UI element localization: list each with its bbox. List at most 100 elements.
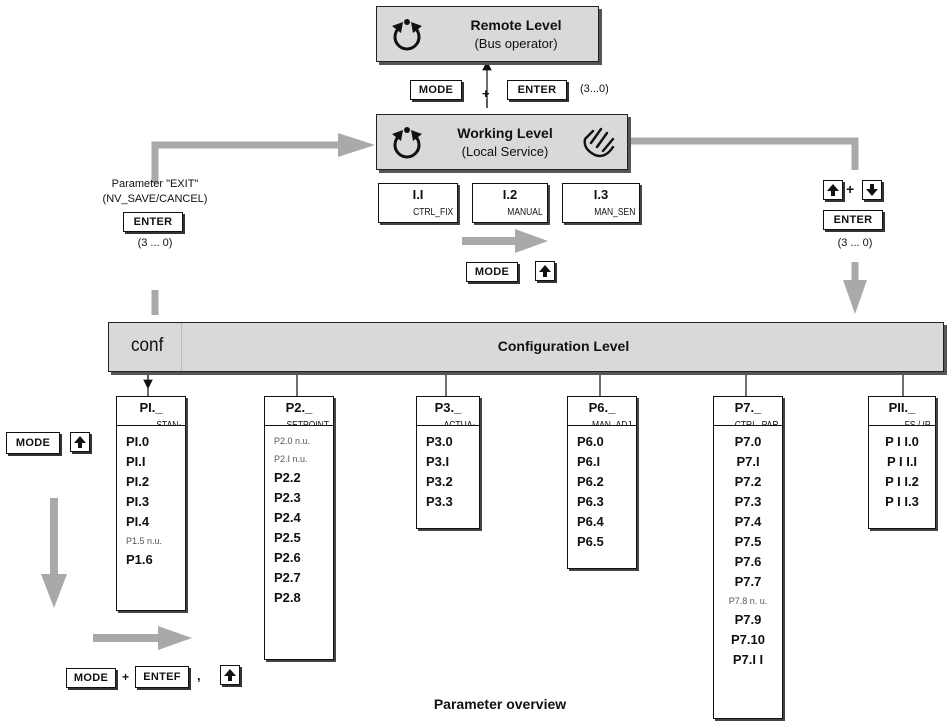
working-mode-1: I.I CTRL_FIX <box>378 183 458 223</box>
config-arrowhead <box>843 280 867 314</box>
rotate-icon <box>392 127 422 159</box>
param-item: P I I.0 <box>885 434 919 449</box>
exit-param-label: Parameter "EXIT" <box>111 178 199 190</box>
exit-path-upper <box>151 141 340 183</box>
mode-code: I.2 <box>502 187 518 202</box>
up-arrow-key <box>70 432 90 452</box>
down-arrow-key <box>862 180 882 200</box>
mode-key: MODE <box>410 80 462 100</box>
param-item: PI.4 <box>126 514 150 529</box>
param-item: P2.7 <box>274 570 301 585</box>
working-level-title: Working Level <box>457 125 553 141</box>
param-item: P2.3 <box>274 490 301 505</box>
configuration-level-bar: conf Configuration Level <box>108 322 944 372</box>
param-list-p6: P6.0 P6.I P6.2 P6.3 P6.4 P6.5 <box>567 425 637 569</box>
rotate-icon <box>392 19 422 51</box>
param-item: P7.0 <box>734 434 762 449</box>
enter-key: ENTEF <box>135 666 189 688</box>
down-arrow-icon <box>866 184 878 196</box>
mode-code: I.3 <box>593 187 609 202</box>
conf-divider <box>181 323 182 371</box>
group-code: P7._ <box>734 400 762 415</box>
count-label: (3 ... 0) <box>837 237 873 249</box>
group-code: PII._ <box>888 400 916 415</box>
param-item: P3.I <box>426 454 450 469</box>
enter-key: ENTER <box>507 80 567 100</box>
param-item: P I I.2 <box>885 474 919 489</box>
working-mode-2: I.2 MANUAL <box>472 183 548 223</box>
remote-level-subtitle: (Bus operator) <box>474 36 558 51</box>
group-code: P3._ <box>434 400 462 415</box>
plus-sign: + <box>122 670 130 684</box>
remote-level-box: Remote Level (Bus operator) <box>376 6 599 62</box>
param-item: P3.3 <box>426 494 453 509</box>
group-code: P2._ <box>285 400 313 415</box>
param-item: P2.4 <box>274 510 301 525</box>
param-item-unused: P1.5 n.u. <box>126 536 163 546</box>
enter-key: ENTER <box>823 210 883 230</box>
param-item: P I I.3 <box>885 494 919 509</box>
mode-name: MAN_SEN <box>593 207 635 218</box>
remote-level-title: Remote Level <box>470 17 562 33</box>
param-item: P7.10 <box>731 632 765 647</box>
up-arrow-icon <box>224 669 236 681</box>
param-item: P2.2 <box>274 470 301 485</box>
working-mode-3: I.3 MAN_SEN <box>562 183 640 223</box>
param-item: P6.4 <box>577 514 604 529</box>
count-label: (3 ... 0) <box>137 237 173 249</box>
up-arrow-key <box>220 665 240 685</box>
group-cycle-arrow <box>158 626 192 650</box>
param-list-p2: P2.0 n.u. P2.I n.u. P2.2 P2.3 P2.4 P2.5 … <box>264 425 334 660</box>
up-arrow-icon <box>539 265 551 277</box>
param-item: P7.4 <box>734 514 762 529</box>
plus-sign: + <box>846 181 855 197</box>
param-item: P2.8 <box>274 590 301 605</box>
enter-key: ENTER <box>123 212 183 232</box>
param-list-p3: P3.0 P3.I P3.2 P3.3 <box>416 425 480 529</box>
param-scroll-arrow <box>41 574 67 608</box>
param-item: P7.7 <box>734 574 762 589</box>
up-arrow-key <box>823 180 843 200</box>
param-item: P6.0 <box>577 434 604 449</box>
param-list-p1: PI.0 PI.I PI.2 PI.3 PI.4 P1.5 n.u. P1.6 <box>116 425 186 611</box>
param-item: PI.I <box>126 454 146 469</box>
param-item: PI.3 <box>126 494 150 509</box>
up-arrow-icon <box>827 184 839 196</box>
param-item: P3.2 <box>426 474 453 489</box>
config-path-upper <box>627 137 859 170</box>
working-level-box: Working Level (Local Service) <box>376 114 628 170</box>
count-label: (3...0) <box>580 83 609 95</box>
exit-arrowhead <box>338 133 375 157</box>
configuration-level-title: Configuration Level <box>497 338 630 354</box>
param-item: P7.6 <box>734 554 762 569</box>
mode-code: I.I <box>412 187 424 202</box>
up-arrow-key <box>535 261 555 281</box>
param-item: P6.I <box>577 454 601 469</box>
param-item: P2.6 <box>274 550 301 565</box>
hand-icon <box>583 127 615 158</box>
up-arrow-icon <box>74 436 86 448</box>
plus-sign: + <box>482 86 490 101</box>
param-list-p7: P7.0 P7.I P7.2 P7.3 P7.4 P7.5 P7.6 P7.7 … <box>713 425 783 719</box>
conf-label: conf <box>131 335 164 356</box>
param-item: P6.5 <box>577 534 604 549</box>
param-item: P7.I <box>736 454 760 469</box>
param-item: P6.3 <box>577 494 604 509</box>
param-item: PI.0 <box>126 434 150 449</box>
working-level-subtitle: (Local Service) <box>461 144 549 159</box>
param-item: P7.9 <box>734 612 762 627</box>
param-item: PI.2 <box>126 474 150 489</box>
param-item: P I I.I <box>886 454 918 469</box>
mode-key: MODE <box>466 262 518 282</box>
param-item-unused: P2.0 n.u. <box>274 436 311 446</box>
mode-cycle-arrow <box>515 229 548 253</box>
mode-key: MODE <box>66 668 116 688</box>
param-item: P6.2 <box>577 474 604 489</box>
mode-key: MODE <box>6 432 60 454</box>
exit-param-options: (NV_SAVE/CANCEL) <box>102 193 208 205</box>
diagram-caption: Parameter overview <box>433 696 567 712</box>
param-item: P3.0 <box>426 434 453 449</box>
mode-name: MANUAL <box>507 207 543 218</box>
group-code: P6._ <box>588 400 616 415</box>
group-code: PI._ <box>139 400 163 415</box>
